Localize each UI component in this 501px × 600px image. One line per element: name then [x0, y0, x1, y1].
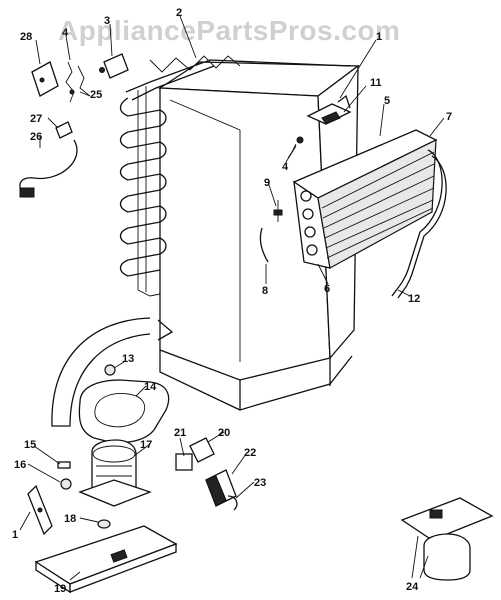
callout-24: 24: [406, 581, 419, 593]
callout-21: 21: [174, 427, 186, 439]
cover-23: [227, 495, 238, 511]
callout-15: 15: [24, 439, 36, 451]
callout-4: 4: [282, 161, 289, 173]
callout-13: 13: [122, 353, 134, 365]
callout-25: 25: [90, 89, 102, 101]
callout-6: 6: [324, 283, 330, 295]
clip-15: [57, 461, 71, 469]
defrost-heater: [391, 149, 447, 299]
callout-22: 22: [244, 447, 256, 459]
overload-20: [189, 437, 215, 463]
base-plate: [34, 525, 178, 594]
callout-16: 16: [14, 459, 26, 471]
grommet-13: [104, 364, 116, 376]
callout-23: 23: [254, 477, 266, 489]
relay-21: [175, 453, 193, 471]
grommet-18: [97, 519, 111, 529]
compressor: [78, 439, 152, 507]
callout-8: 8: [262, 285, 268, 297]
grommet-16: [60, 478, 72, 490]
callout-4-top: 4: [62, 27, 69, 39]
compressor-kit-24: [400, 497, 494, 581]
evaporator: [292, 129, 438, 269]
defrost-terminator: [273, 200, 283, 222]
wire-harness: [65, 61, 91, 103]
power-cord: [19, 139, 78, 198]
watermark: AppliancePartsPros.com: [58, 15, 400, 46]
callout-1-top: 1: [376, 31, 382, 43]
callout-1: 1: [12, 529, 18, 541]
drain-hose: [51, 317, 174, 427]
callout-14: 14: [144, 381, 157, 393]
overload-clip: [55, 121, 73, 139]
leader-lines: [19, 15, 445, 581]
bracket-1: [27, 484, 53, 536]
callout-12: 12: [408, 293, 420, 305]
mounting-bracket: [99, 53, 129, 79]
callout-5: 5: [384, 95, 390, 107]
callout-18: 18: [64, 513, 76, 525]
callout-28: 28: [20, 31, 32, 43]
callout-26: 26: [30, 131, 42, 143]
callout-19: 19: [54, 583, 66, 595]
top-bracket: [306, 94, 352, 125]
callout-7: 7: [446, 111, 452, 123]
callout-20: 20: [218, 427, 230, 439]
callout-2: 2: [176, 7, 182, 19]
callout-17: 17: [140, 439, 152, 451]
callout-11: 11: [370, 77, 382, 89]
callout-27: 27: [30, 113, 42, 125]
callout-9: 9: [264, 177, 270, 189]
capacitor-22: [205, 469, 237, 507]
drain-pan: [78, 379, 170, 444]
callout-3: 3: [104, 15, 110, 27]
thermistor: [259, 227, 269, 263]
condenser-coil: [119, 55, 351, 297]
control-bracket: [31, 61, 59, 97]
